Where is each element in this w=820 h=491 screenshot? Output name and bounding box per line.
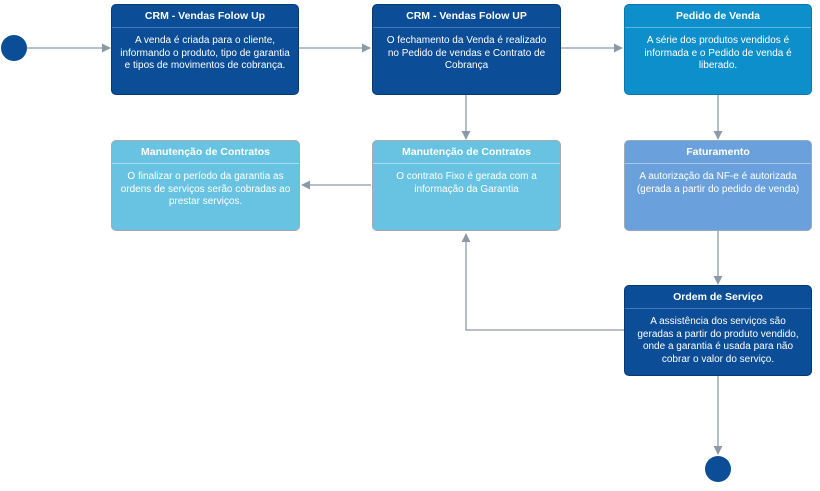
node-title: Manutenção de Contratos <box>112 141 299 165</box>
node-manutencao-contratos-1[interactable]: Manutenção de Contratos O contrato Fixo … <box>372 140 561 231</box>
node-pedido-de-venda[interactable]: Pedido de Venda A série dos produtos ven… <box>624 4 812 95</box>
end-node <box>705 456 731 482</box>
node-body: A venda é criada para o cliente, informa… <box>120 35 290 72</box>
start-node <box>1 35 27 61</box>
node-title: Ordem de Serviço <box>625 286 811 310</box>
node-crm-vendas-2[interactable]: CRM - Vendas Folow UP O fechamento da Ve… <box>372 4 561 95</box>
node-body: A série dos produtos vendidos é informad… <box>644 35 792 72</box>
node-title: Manutenção de Contratos <box>373 141 560 165</box>
node-body: A autorização da NF-e é autorizada (gera… <box>636 171 800 195</box>
arrow-os-to-manut1 <box>461 233 624 331</box>
node-ordem-de-servico[interactable]: Ordem de Serviço A assistência dos servi… <box>624 285 812 376</box>
node-title: Pedido de Venda <box>625 5 811 29</box>
node-manutencao-contratos-2[interactable]: Manutenção de Contratos O finalizar o pe… <box>111 140 300 231</box>
node-body: O finalizar o período da garantia as ord… <box>120 171 291 208</box>
node-body: O fechamento da Venda é realizado no Ped… <box>386 35 547 72</box>
node-crm-vendas-1[interactable]: CRM - Vendas Folow Up A venda é criada p… <box>111 4 299 95</box>
node-body: O contrato Fixo é gerada com a informaçã… <box>396 171 537 195</box>
node-faturamento[interactable]: Faturamento A autorização da NF-e é auto… <box>624 140 812 231</box>
node-title: Faturamento <box>625 141 811 165</box>
node-title: CRM - Vendas Folow Up <box>112 5 298 29</box>
node-body: A assistência dos serviços são geradas a… <box>637 316 799 365</box>
node-title: CRM - Vendas Folow UP <box>373 5 560 29</box>
